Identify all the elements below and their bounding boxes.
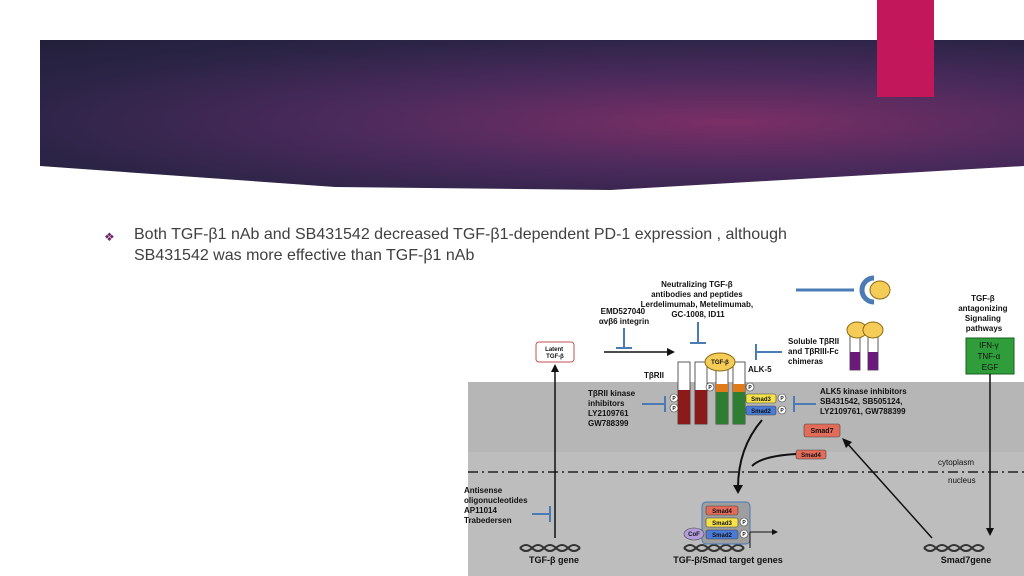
tbrii-receptor-1-int <box>678 390 690 424</box>
phospho-circle-receptor <box>705 382 715 392</box>
target-genes-label: TGF-β/Smad target genes <box>673 555 783 565</box>
tgfb-gene-dna-2 <box>519 544 581 552</box>
smad2-label-receptor: Smad2 <box>751 409 771 415</box>
antibody-cup <box>859 275 875 305</box>
alk5-inhibitors-label: ALK5 kinase inhibitors SB431542, SB50512… <box>820 387 909 416</box>
phospho-label-nuc-smad3: P <box>742 520 746 526</box>
cytokines-box <box>965 337 1015 375</box>
alk5-receptor-2-gs <box>733 384 745 392</box>
smad3-box-receptor <box>745 393 777 404</box>
smad4-box-nucleus <box>705 505 739 516</box>
tgf-beta-pathway-diagram: Neutralizing TGF-β antibodies and peptid… <box>464 275 1024 576</box>
smad2-box-receptor <box>745 405 777 416</box>
phospho-circle-smad2 <box>777 405 787 415</box>
phospho-circle-smad3 <box>777 393 787 403</box>
alk5-label: ALK-5 <box>748 365 772 374</box>
smad-translocation-arrow <box>737 419 763 489</box>
chimera-2-fc <box>868 352 878 370</box>
smad7-gene-label: Smad7gene <box>941 555 992 565</box>
antisense-label: Antisense oligonucleotides AP11014 Trabe… <box>464 486 530 525</box>
phospho-circle-nuc-smad2 <box>739 529 749 539</box>
phospho-label-smad2: P <box>780 408 784 414</box>
alk5-receptor-1-int <box>716 392 728 424</box>
smad7-label: Smad7 <box>811 428 834 435</box>
cytoplasm-shade <box>468 382 1024 452</box>
ligand-ball <box>869 280 891 300</box>
chimera-ligand-2 <box>862 321 884 339</box>
smad2-label-nucleus: Smad2 <box>712 533 732 539</box>
tgfb-gene-dna <box>519 544 581 552</box>
phospho-circle-tbrii-a <box>669 393 679 403</box>
soluble-label: Soluble TβRII and TβRIII-Fc chimeras <box>788 337 841 366</box>
smad4-label-nucleus: Smad4 <box>712 509 732 515</box>
antagonizing-arrowhead <box>986 528 994 536</box>
accent-tab <box>877 0 934 97</box>
tgfb-ligand-label: TGF-β <box>711 360 729 366</box>
smad3-box-nucleus <box>705 517 739 528</box>
phospho-circle-nuc-smad3 <box>739 517 749 527</box>
nucleus-label: nucleus <box>948 476 976 485</box>
latent-tgfb-box <box>535 341 575 363</box>
smad4-join-line <box>751 453 797 467</box>
target-genes-dna-2 <box>683 544 745 552</box>
alk5-receptor-2-int <box>733 392 745 424</box>
smad7-gene-dna-2 <box>923 544 985 552</box>
cytokines-label: IFN-γ TNF-α EGF <box>977 341 1002 372</box>
latent-tgfb-label: Latent TGF-β <box>545 347 565 360</box>
smad7-expression-arrow <box>845 441 933 539</box>
phospho-circle-tbrii-b <box>669 403 679 413</box>
smad7-expression-arrowhead <box>842 438 852 448</box>
phospho-label-smad3: P <box>780 396 784 402</box>
emd-label: EMD527040 αvβ6 integrin <box>599 307 649 326</box>
bullet-text: Both TGF-β1 nAb and SB431542 decreased T… <box>134 226 787 264</box>
smad2-box-nucleus <box>705 529 739 540</box>
tbrii-receptor-2-int <box>695 390 707 424</box>
phospho-label-tbrii-b: P <box>672 406 676 412</box>
alk5-receptor-1-gs <box>716 384 728 392</box>
chimera-1-fc <box>850 352 860 370</box>
cytoplasm-label: cytoplasm <box>938 458 974 467</box>
cofactor-label: CoF <box>688 532 700 538</box>
diamond-bullet-icon: ❖ <box>104 230 115 244</box>
phospho-label-nuc-smad2: P <box>742 532 746 538</box>
neutralizing-label: Neutralizing TGF-β antibodies and peptid… <box>641 280 756 319</box>
phospho-label-receptor: P <box>708 385 712 391</box>
smad3-label-receptor: Smad3 <box>751 397 771 403</box>
title-banner <box>40 40 1024 190</box>
tgfb-gene-label: TGF-β gene <box>529 555 579 565</box>
phospho-label-alk5: P <box>748 385 752 391</box>
phospho-label-tbrii-a: P <box>672 396 676 402</box>
phospho-circle-alk5 <box>745 382 755 392</box>
cofactor-ellipse <box>683 527 705 541</box>
smad4-label-cytoplasm: Smad4 <box>801 453 821 459</box>
tbrii-label: TβRII <box>644 371 664 380</box>
tgfb-ligand <box>704 352 736 372</box>
target-genes-dna <box>683 544 745 552</box>
tgfb-gene-arrowhead <box>551 364 559 372</box>
smad7-gene-dna <box>923 544 985 552</box>
tbrii-inhibitors-label: TβRII kinase inhibitors LY2109761 GW7883… <box>588 389 637 428</box>
activation-arrowhead <box>667 348 675 356</box>
smad-translocation-arrowhead <box>733 485 743 494</box>
smad3-label-nucleus: Smad3 <box>712 521 732 527</box>
smad7-box <box>803 423 841 438</box>
antagonizing-label: TGF-β antagonizing Signaling pathways <box>958 294 1010 333</box>
transcription-arrowhead <box>772 529 778 535</box>
